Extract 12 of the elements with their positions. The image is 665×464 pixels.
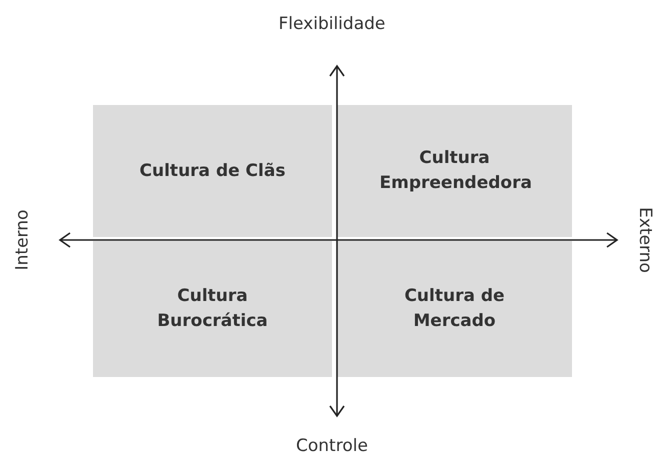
quadrant-label: Cultura de Clãs <box>140 160 286 183</box>
axis-label: Controle <box>296 436 368 456</box>
quadrant-label: Cultura de Mercado <box>403 285 506 333</box>
quadrant-panel <box>337 241 572 377</box>
axis-label: Flexibilidade <box>278 14 386 34</box>
axis-label: Externo <box>634 207 655 273</box>
quadrant-label: Cultura Burocrática <box>156 285 269 333</box>
quadrant-panel <box>93 105 332 237</box>
quadrant-panel <box>337 105 572 237</box>
axis-label: Interno <box>12 210 32 270</box>
quadrant-panel <box>93 241 332 377</box>
quadrant-label: Cultura Empreendedora <box>380 147 530 195</box>
